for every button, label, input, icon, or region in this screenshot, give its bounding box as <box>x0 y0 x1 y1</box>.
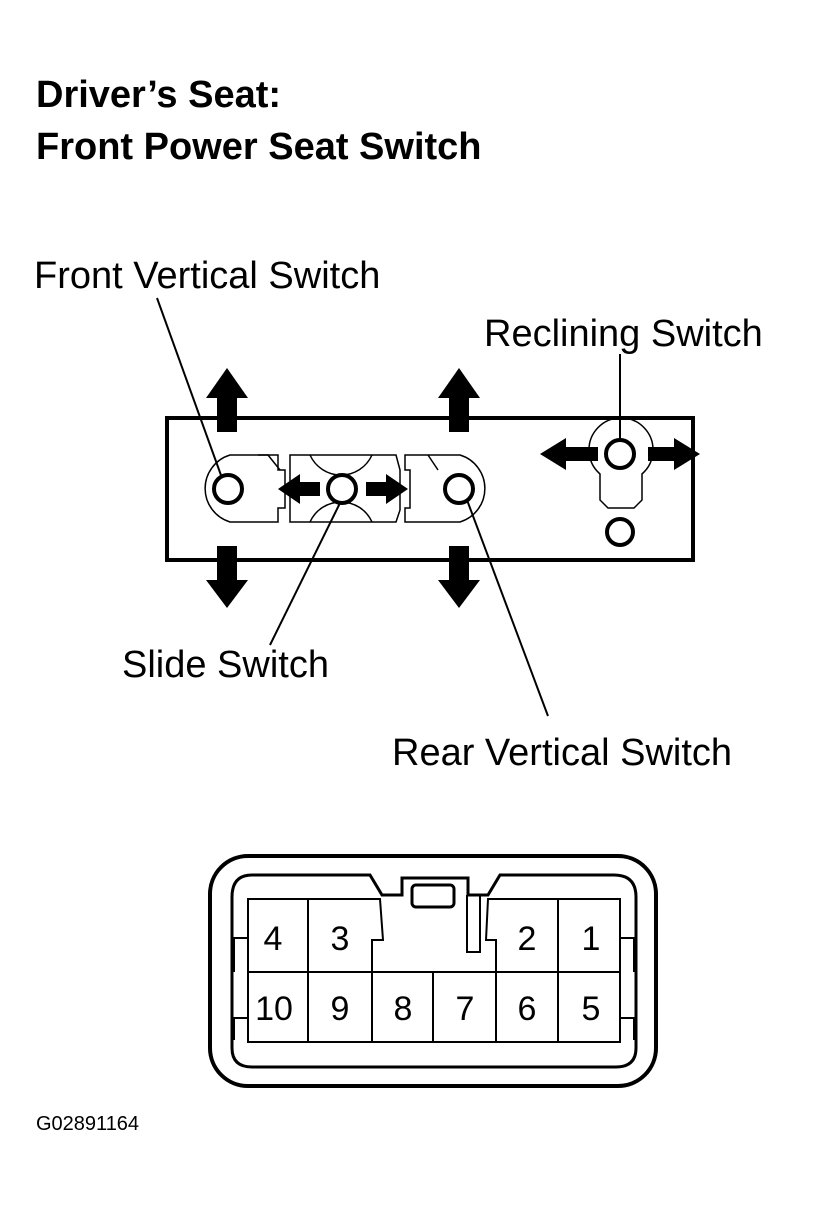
slide-switch-dot <box>326 473 358 505</box>
connector-key-slot <box>466 895 481 953</box>
title-line-2: Front Power Seat Switch <box>36 126 482 168</box>
rear-vertical-leader <box>466 499 549 717</box>
slide-switch-label: Slide Switch <box>122 644 329 686</box>
connector-inner <box>230 873 638 1069</box>
rear-down-arrow <box>438 546 480 608</box>
front-vertical-switch-dot <box>212 473 244 505</box>
front-vertical-switch-label: Front Vertical Switch <box>34 255 381 297</box>
rear-vertical-knob <box>404 454 486 523</box>
front-up-arrow <box>206 368 248 432</box>
connector: 4 3 2 1 10 9 8 7 6 5 <box>208 854 658 1088</box>
title-line-1: Driver’s Seat: <box>36 74 282 116</box>
front-vertical-leader <box>156 297 223 479</box>
front-down-arrow <box>206 546 248 608</box>
connector-latch <box>410 883 456 909</box>
pin-3: 3 <box>331 920 350 958</box>
slide-right-arrow <box>366 474 408 504</box>
recline-right-arrow <box>648 438 700 470</box>
pin-8: 8 <box>394 990 413 1028</box>
switch-panel <box>165 416 695 562</box>
rear-up-arrow <box>438 368 480 432</box>
rear-vertical-switch-label: Rear Vertical Switch <box>392 732 733 774</box>
figure-code: G02891164 <box>36 1113 140 1135</box>
slide-left-arrow <box>278 474 320 504</box>
recline-left-arrow <box>540 438 598 470</box>
connector-outer <box>208 854 658 1088</box>
reclining-switch-label: Reclining Switch <box>484 313 763 355</box>
pin-9: 9 <box>331 990 350 1028</box>
front-vertical-knob <box>204 454 286 523</box>
rear-vertical-switch-dot <box>443 473 475 505</box>
slide-leader <box>269 502 341 646</box>
reclining-switch-dot <box>604 438 636 470</box>
panel-hole-dot <box>605 517 635 547</box>
pin-2: 2 <box>518 920 537 958</box>
pin-5: 5 <box>582 990 601 1028</box>
pin-10: 10 <box>255 990 293 1028</box>
pin-1: 1 <box>582 920 601 958</box>
pin-4: 4 <box>264 920 283 958</box>
pin-6: 6 <box>518 990 537 1028</box>
pin-7: 7 <box>456 990 475 1028</box>
